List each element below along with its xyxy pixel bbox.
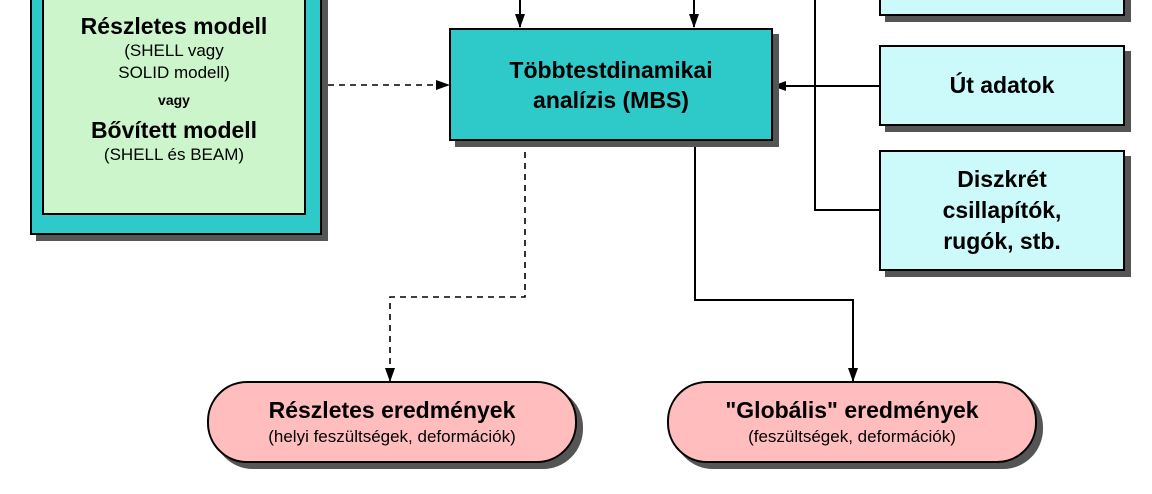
global-results-title: "Globális" eredmények (725, 397, 979, 423)
discrete-line3: rugók, stb. (943, 228, 1061, 254)
model-box-title-extended: Bővített modell (90, 117, 258, 143)
mbs-box-line1: Többtestdinamikai (509, 56, 713, 83)
discrete-line1: Diszkrét (957, 166, 1047, 192)
detailed-results-pill: Részletes eredmények (helyi feszültségek… (207, 381, 577, 463)
model-box-sub1-line1: (SHELL vagy (124, 41, 224, 60)
detailed-results-title: Részletes eredmények (268, 397, 516, 423)
global-results-pill: "Globális" eredmények (feszültségek, def… (667, 381, 1037, 463)
discrete-connector (814, 0, 880, 211)
mbs-to-detailed-dashed (385, 141, 526, 382)
top-right-box (879, 0, 1125, 16)
mbs-box-line2: analízis (MBS) (533, 86, 689, 113)
model-box: Részletes modell (SHELL vagy SOLID model… (42, 0, 306, 215)
discrete-elements-box: Diszkrét csillapítók, rugók, stb. (879, 150, 1125, 271)
mbs-to-global-arrow (694, 141, 858, 382)
model-box-sub2: (SHELL és BEAM) (103, 145, 245, 164)
road-data-box: Út adatok (879, 45, 1125, 126)
model-box-or: vagy (158, 92, 190, 108)
detailed-results-sub: (helyi feszültségek, deformációk) (268, 427, 516, 446)
global-results-sub: (feszültségek, deformációk) (748, 427, 956, 446)
road-data-label: Út adatok (949, 72, 1055, 98)
model-box-title-detailed: Részletes modell (80, 13, 268, 39)
mbs-box: Többtestdinamikai analízis (MBS) (449, 28, 773, 141)
discrete-line2: csillapítók, (942, 197, 1062, 223)
model-box-sub1-line2: SOLID modell) (118, 63, 230, 82)
